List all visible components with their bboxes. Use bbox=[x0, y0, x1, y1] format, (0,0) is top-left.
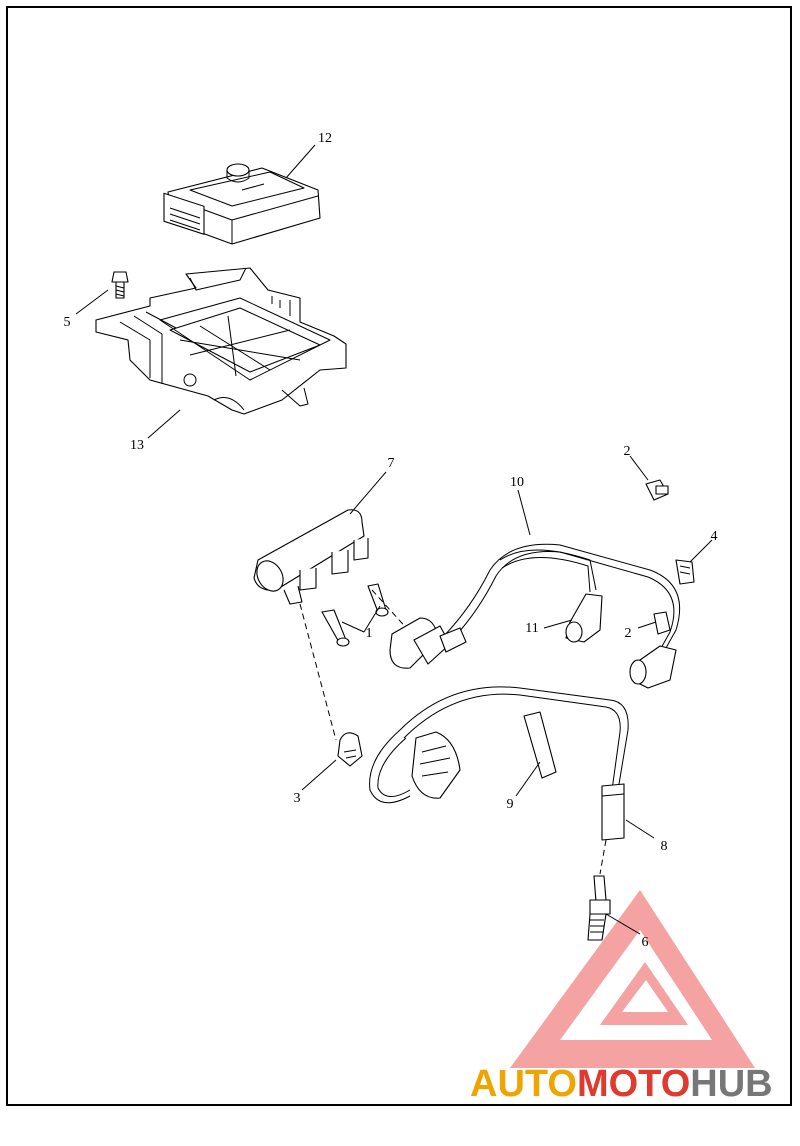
callout-11: 11 bbox=[525, 621, 538, 636]
clip-2-upper bbox=[645, 479, 669, 501]
callout-5: 5 bbox=[64, 315, 71, 330]
clip-4 bbox=[675, 559, 695, 585]
alignment-line-coil-clip bbox=[299, 603, 337, 741]
callout-3: 3 bbox=[294, 791, 301, 806]
ecm-module bbox=[163, 163, 321, 245]
spark-plug bbox=[587, 875, 611, 941]
callout-13: 13 bbox=[130, 438, 144, 453]
callout-9: 9 bbox=[507, 797, 514, 812]
leader-lines bbox=[75, 144, 713, 935]
ecm-tray bbox=[95, 267, 347, 415]
callout-12: 12 bbox=[318, 131, 332, 146]
callout-2-upper: 2 bbox=[624, 444, 631, 459]
clip-3 bbox=[337, 732, 363, 767]
spark-plug-wire-upper bbox=[389, 543, 681, 669]
callout-8: 8 bbox=[661, 839, 668, 854]
callout-7: 7 bbox=[388, 456, 395, 471]
spark-plug-wire-lower bbox=[369, 686, 629, 804]
wire-boot-right bbox=[629, 645, 677, 689]
callout-1: 1 bbox=[366, 626, 373, 641]
callout-10: 10 bbox=[510, 475, 524, 490]
callout-4: 4 bbox=[711, 529, 718, 544]
watermark-logo-icon bbox=[510, 890, 755, 1068]
bolt-5 bbox=[111, 271, 129, 299]
wire-boot-11 bbox=[565, 593, 603, 643]
callout-2-lower: 2 bbox=[625, 626, 632, 641]
alignment-line-plug bbox=[599, 839, 607, 875]
diagram-border bbox=[6, 6, 792, 1106]
callout-6: 6 bbox=[642, 935, 649, 950]
ignition-coil bbox=[253, 509, 369, 605]
coil-screws bbox=[321, 583, 389, 647]
watermark-text: AUTOMOTOHUB bbox=[470, 1063, 773, 1105]
clip-2-lower bbox=[653, 611, 671, 635]
wire-boot-8 bbox=[601, 783, 625, 841]
